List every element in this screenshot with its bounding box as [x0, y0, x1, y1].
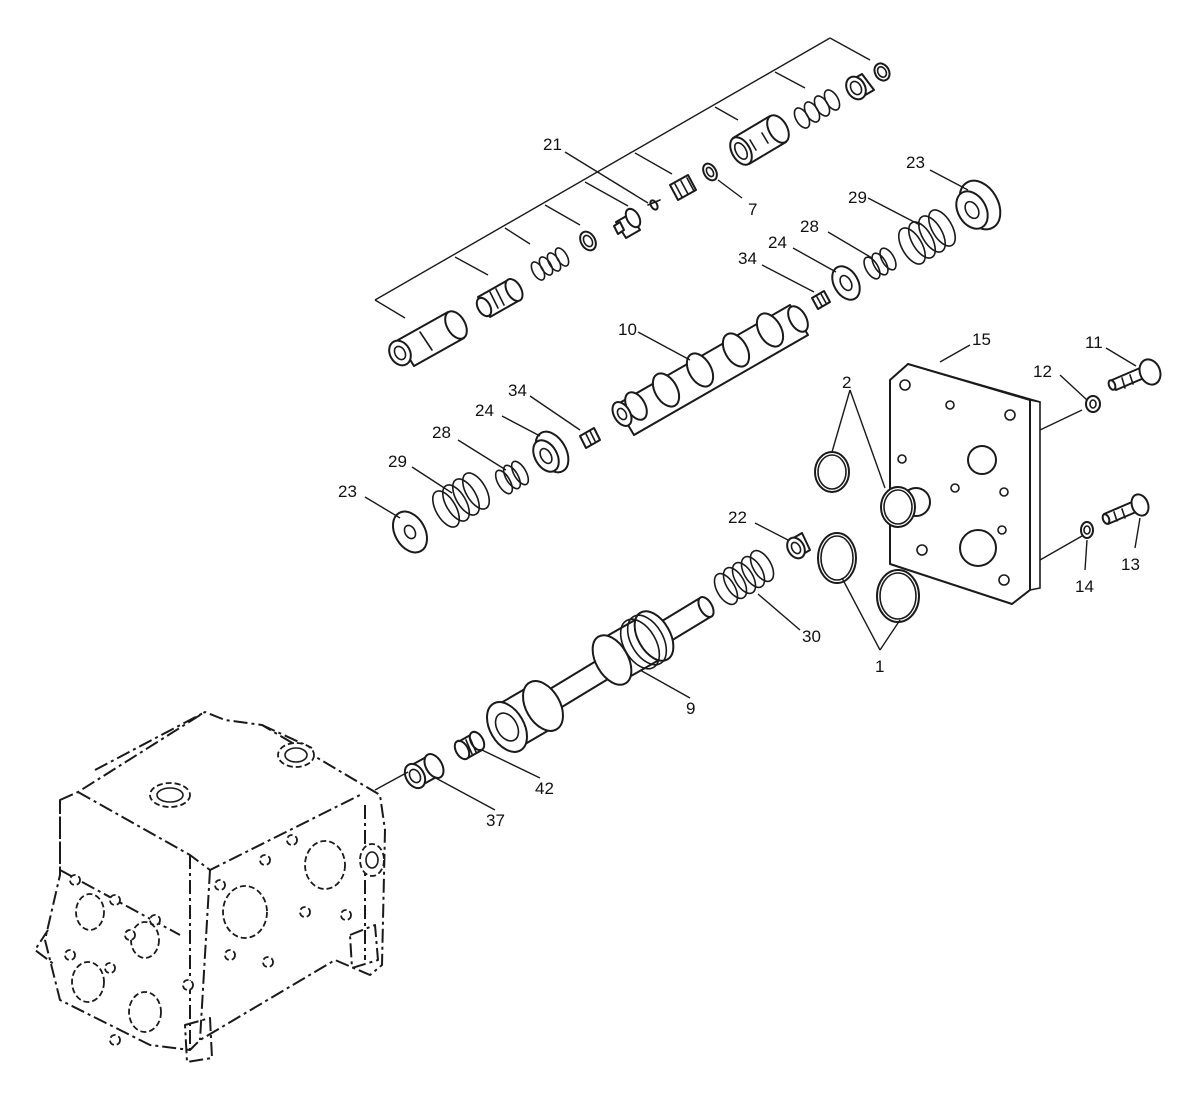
top-small-spring [669, 174, 697, 201]
label-9: 9 [686, 699, 695, 718]
top-screw-21 [647, 199, 661, 211]
right-washer-24 [831, 265, 861, 301]
left-washer-24 [532, 430, 570, 474]
label-23-top: 23 [906, 153, 925, 172]
top-sleeve [729, 114, 790, 166]
oring-1a [817, 532, 857, 584]
spool-10 [611, 304, 809, 436]
top-oring-small [873, 62, 891, 82]
label-15: 15 [972, 330, 991, 349]
label-29-top: 29 [848, 188, 867, 207]
top-plunger [388, 310, 468, 367]
plug-37 [403, 753, 445, 790]
spring-30 [713, 549, 775, 606]
top-spring-a [793, 89, 841, 129]
label-42: 42 [535, 779, 554, 798]
spool-9 [486, 596, 715, 753]
top-oring-7 [702, 162, 718, 182]
oring-1b [876, 569, 920, 623]
screw-42 [453, 730, 486, 761]
washer-14 [1080, 521, 1094, 539]
left-spring-29 [431, 472, 491, 528]
right-spring-29 [897, 209, 957, 265]
top-assembly-axis [374, 37, 871, 319]
label-23-bottom: 23 [338, 482, 357, 501]
oring-2a [814, 451, 850, 493]
left-screw-34 [579, 427, 601, 449]
label-7: 7 [748, 200, 757, 219]
top-spring-b [530, 247, 570, 281]
top-oring-b [579, 230, 597, 252]
label-37: 37 [486, 811, 505, 830]
bolt-13 [1101, 493, 1150, 525]
label-11: 11 [1085, 333, 1103, 352]
label-21: 21 [543, 135, 562, 154]
label-12: 12 [1033, 362, 1052, 381]
top-piston [475, 278, 524, 318]
label-28-top: 28 [800, 217, 819, 236]
label-2: 2 [842, 373, 851, 392]
valve-housing [34, 711, 386, 1063]
label-30: 30 [802, 627, 821, 646]
oring-2b [880, 486, 916, 528]
label-1: 1 [875, 657, 884, 676]
right-seat-23 [955, 179, 1002, 231]
label-28-bottom: 28 [432, 423, 451, 442]
label-14: 14 [1075, 577, 1094, 596]
top-plug [845, 73, 875, 101]
cover-plate-15 [889, 363, 1041, 605]
label-34-bottom: 34 [508, 381, 527, 400]
left-spring-28 [494, 460, 530, 495]
plug-22 [786, 532, 811, 560]
label-22: 22 [728, 508, 747, 527]
top-valve-seat [613, 207, 642, 239]
left-seat-23 [391, 510, 429, 554]
right-spring-28 [863, 247, 897, 280]
part-labels: 21 7 23 29 28 24 34 10 15 11 12 2 34 24 … [338, 135, 1140, 830]
leader-lines [364, 151, 1141, 811]
label-24-bottom: 24 [475, 401, 494, 420]
label-34-top: 34 [738, 249, 757, 268]
bolt-11 [1107, 358, 1162, 391]
label-24-top: 24 [768, 233, 787, 252]
label-13: 13 [1121, 555, 1140, 574]
right-screw-34 [811, 290, 831, 310]
label-29-bottom: 29 [388, 452, 407, 471]
label-10: 10 [618, 320, 637, 339]
washer-12 [1085, 395, 1101, 413]
